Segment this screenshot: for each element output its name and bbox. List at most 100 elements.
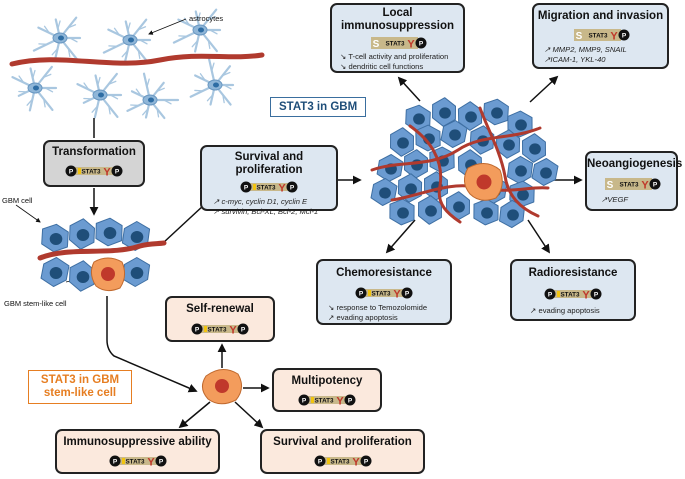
arrow-center-to-survival2 [234,401,264,429]
multipotency-title: Multipotency [291,375,363,387]
stat3-text: STAT3 [314,398,334,405]
phospho-p-left: P [548,291,553,298]
immuno-ability-title: Immunosuppressive ability [63,436,212,448]
phospho-circle-left [298,394,310,406]
phospho-circle-right [344,394,356,406]
tyrosine-y: Y [393,289,401,301]
astrocyte-bodies [27,24,223,106]
tyrosine-y: Y [336,396,344,408]
phospho-p-left: P [112,458,117,465]
phospho-circle-right [237,323,249,335]
serine-s: S [372,39,379,50]
tyrosine-y: Y [278,183,286,195]
phospho-circle-right [401,287,413,299]
stat3-stem-heading: STAT3 in GBM stem-like cell [28,370,132,404]
stat3-text: STAT3 [560,292,580,299]
chemo-line-1: ↘ response to Temozolomide [328,303,428,312]
phospho-p-right: P [348,397,353,404]
stat3-text: STAT3 [385,41,405,48]
phospho-p-left: P [317,458,322,465]
arrow-tumor-to-chemo [385,219,416,254]
arrow-tumor-to-migration [529,75,559,103]
tyrosine-y: Y [352,457,360,469]
phospho-p-left: P [69,168,74,175]
stat3-text: STAT3 [371,291,391,298]
phospho-p-right: P [290,184,295,191]
phospho-circle-left [355,287,367,299]
survival-line-1: ↗ c-myc, cyclin D1, cyclin E [213,197,308,206]
tumor-mass [370,97,559,229]
phospho-circle-left [240,181,252,193]
self-renewal-title: Self-renewal [186,303,254,315]
phospho-circle-right [590,288,602,300]
migration-line-1: ↗ MMP2, MMP9, SNAIL [544,45,627,54]
arrow-tumor-to-radio [527,219,550,254]
gbm-cell-label: GBM cell [2,196,33,205]
stem-cell-center [202,369,242,405]
stat3-stem-heading-line2: stem-like cell [43,387,117,399]
migration-line-2: ↗ICAM-1, YKL-40 [544,55,606,64]
neoangio-line-1: ↗VEGF [601,195,629,204]
radio-line-1: ↗ evading apoptosis [530,306,600,315]
serine-s: S [606,180,613,191]
phospho-circle-right [111,165,123,177]
migration-title: Migration and invasion [537,10,664,22]
tyrosine-y: Y [407,39,415,51]
phospho-circle-right [155,455,166,467]
radio-title: Radioresistance [528,267,618,279]
chemo-title: Chemoresistance [336,267,432,279]
serine-s: S [575,31,582,42]
phospho-circle-right [415,37,426,49]
phospho-circle-left [314,455,325,467]
immuno-line-1: ↘ T-cell activity and proliferation [340,52,449,61]
stat3-text: STAT3 [619,182,639,189]
stat3-text: STAT3 [125,459,145,466]
arrow-center-to-immunoability [178,401,211,429]
stat3-text: STAT3 [588,33,608,40]
chemo-line-2: ↗ evading apoptosis [328,313,398,322]
tyrosine-y: Y [229,325,237,337]
phospho-p-left: P [195,326,200,333]
stat3-text: STAT3 [330,459,350,466]
phospho-circle-right [286,181,298,193]
phospho-circle-right [649,178,660,190]
phospho-p-right: P [241,326,246,333]
stat3-text: STAT3 [81,169,101,176]
tyrosine-y: Y [582,290,590,302]
phospho-p-right: P [652,181,657,188]
tyrosine-y: Y [103,167,111,179]
phospho-p-left: P [302,397,307,404]
immuno-line-2: ↘ dendritic cell functions [340,62,424,71]
stat3-text: STAT3 [256,185,276,192]
phospho-p-left: P [244,184,249,191]
phospho-circle-left [109,455,120,467]
local-immuno-title-1: Local [382,7,413,19]
transformation-title: Transformation [52,146,136,158]
phospho-p-right: P [405,290,410,297]
phospho-circle-left [191,323,203,335]
gbm-cell-cluster [37,217,167,292]
phospho-p-right: P [594,291,599,298]
phospho-circle-right [360,455,371,467]
tyrosine-y: Y [641,180,649,192]
survival-line-2: ↗ survivin, Bcl-XL, Bcl-2, Mcl-1 [213,207,319,216]
phospho-p-right: P [158,458,163,465]
stat3-stem-heading-line1: STAT3 in GBM [40,374,120,386]
